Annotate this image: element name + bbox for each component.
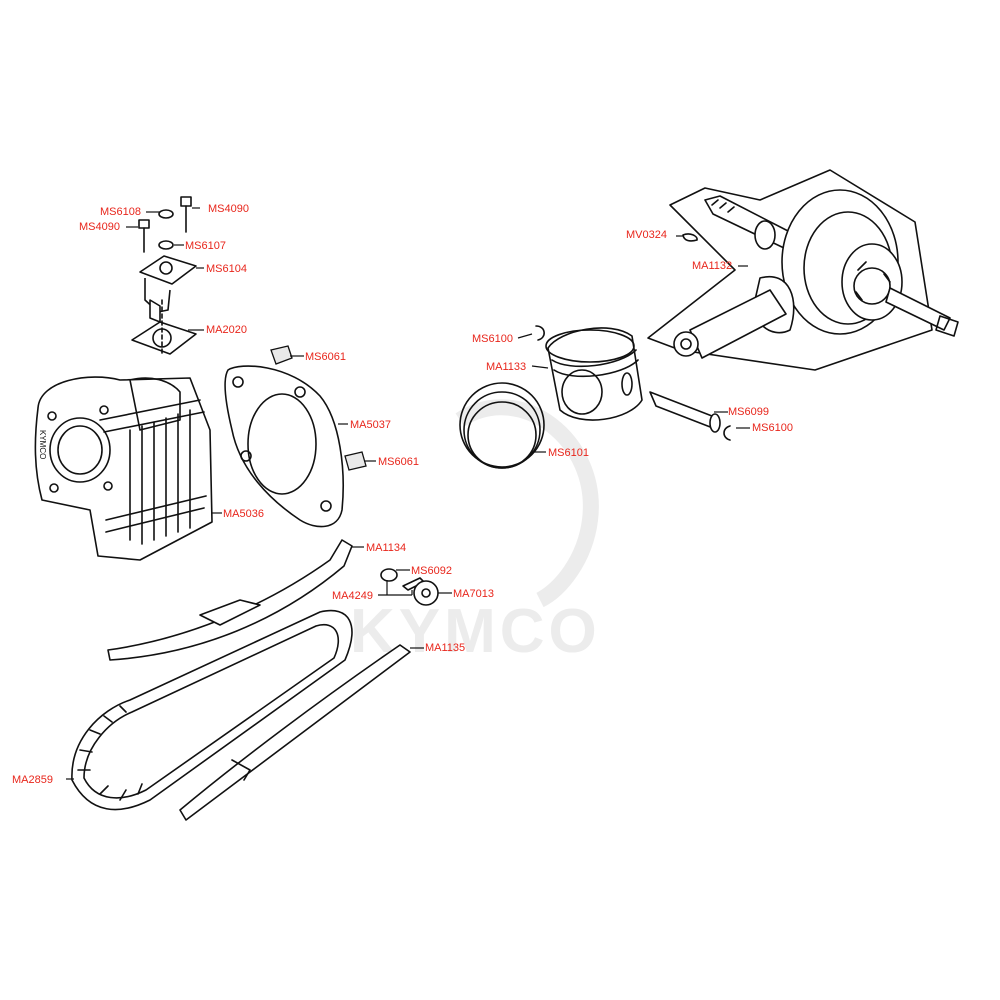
label-ma1133[interactable]: MA1133 [486,361,526,373]
dowel-pin-top[interactable] [270,345,293,365]
label-ms6100-top[interactable]: MS6100 [472,333,513,345]
label-ma2859[interactable]: MA2859 [12,774,53,786]
label-ms6107[interactable]: MS6107 [185,240,226,252]
cam-chain[interactable] [71,609,353,811]
cylinder-stamp: KYMCO [38,430,47,459]
piston[interactable] [545,327,643,421]
part-labels: MS6108 MS4090 MS4090 MS6107 MS6104 MA202… [12,203,793,786]
label-ms4090-top[interactable]: MS4090 [208,203,249,215]
woodruff-key[interactable] [682,233,698,242]
label-ma7013[interactable]: MA7013 [453,588,494,600]
label-ms6099[interactable]: MS6099 [728,406,769,418]
chain-tensioner-slipper[interactable] [179,644,411,821]
chain-guide-upper[interactable] [107,539,353,661]
label-mv0324[interactable]: MV0324 [626,229,667,241]
crankshaft-assembly[interactable] [647,169,959,371]
circlip-bottom[interactable] [723,425,731,441]
piston-pin[interactable] [649,391,719,431]
label-ma1135[interactable]: MA1135 [425,642,465,654]
cylinder-block[interactable]: KYMCO [34,376,213,561]
dowel-pin-bottom[interactable] [344,451,367,471]
label-ma1132[interactable]: MA1132 [692,260,732,272]
leader-lines [66,207,750,780]
label-ma2020[interactable]: MA2020 [206,324,247,336]
label-ms6108[interactable]: MS6108 [100,206,141,218]
cylinder-gasket[interactable] [224,365,344,528]
label-ms6104[interactable]: MS6104 [206,263,247,275]
circlip-top[interactable] [535,325,545,341]
label-ma1134[interactable]: MA1134 [366,542,406,554]
label-ma5036[interactable]: MA5036 [223,508,264,520]
washer-ms6092[interactable] [380,568,398,582]
label-ms6092[interactable]: MS6092 [411,565,452,577]
label-ma4249[interactable]: MA4249 [332,590,373,602]
label-ms6061-bottom[interactable]: MS6061 [378,456,419,468]
label-ma5037[interactable]: MA5037 [350,419,391,431]
label-ms4090-left[interactable]: MS4090 [79,221,120,233]
tensioner-group[interactable] [131,196,197,357]
label-ms6101[interactable]: MS6101 [548,447,589,459]
guide-boss [199,599,261,626]
label-ms6061-top[interactable]: MS6061 [305,351,346,363]
piston-rings[interactable] [459,382,545,469]
label-ms6100-bottom[interactable]: MS6100 [752,422,793,434]
